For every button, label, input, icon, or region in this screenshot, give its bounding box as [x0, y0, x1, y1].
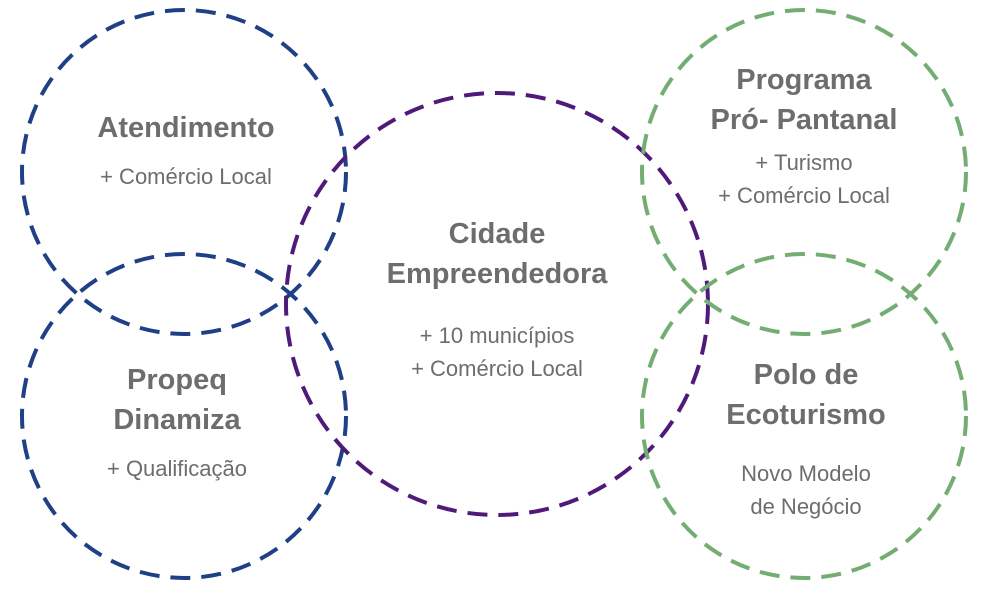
node-detail: + Qualificação [106, 456, 248, 481]
node-title: Ecoturismo [726, 399, 886, 431]
node-detail: + Comércio Local [411, 356, 583, 381]
node-title: Atendimento [97, 112, 275, 144]
node-title: Cidade [448, 218, 546, 250]
node-detail: de Negócio [750, 494, 862, 519]
node-pantanal: Programa Pró- Pantanal + Turismo + Comér… [711, 60, 898, 212]
node-title: Empreendedora [386, 258, 608, 290]
node-title: Propeq [127, 364, 227, 396]
node-detail: + Comércio Local [100, 164, 272, 189]
circle-polo [640, 252, 968, 580]
node-atendimento: Atendimento + Comércio Local [97, 108, 274, 193]
circle-propeq [20, 252, 348, 580]
node-detail: + Turismo [755, 150, 853, 175]
circle-atendimento [20, 8, 348, 336]
node-cidade: Cidade Empreendedora + 10 municípios + C… [387, 214, 608, 385]
node-polo: Polo de Ecoturismo Novo Modelo de Negóci… [726, 355, 886, 523]
node-detail: Novo Modelo [741, 461, 871, 486]
node-detail: + Comércio Local [718, 183, 890, 208]
node-title: Programa [736, 64, 872, 96]
node-title: Pró- Pantanal [710, 104, 898, 136]
node-title: Dinamiza [113, 404, 241, 436]
node-title: Polo de [753, 359, 859, 391]
node-detail: + 10 municípios [419, 323, 575, 348]
circle-pantanal [640, 8, 968, 336]
node-propeq: Propeq Dinamiza + Qualificação [107, 360, 247, 485]
